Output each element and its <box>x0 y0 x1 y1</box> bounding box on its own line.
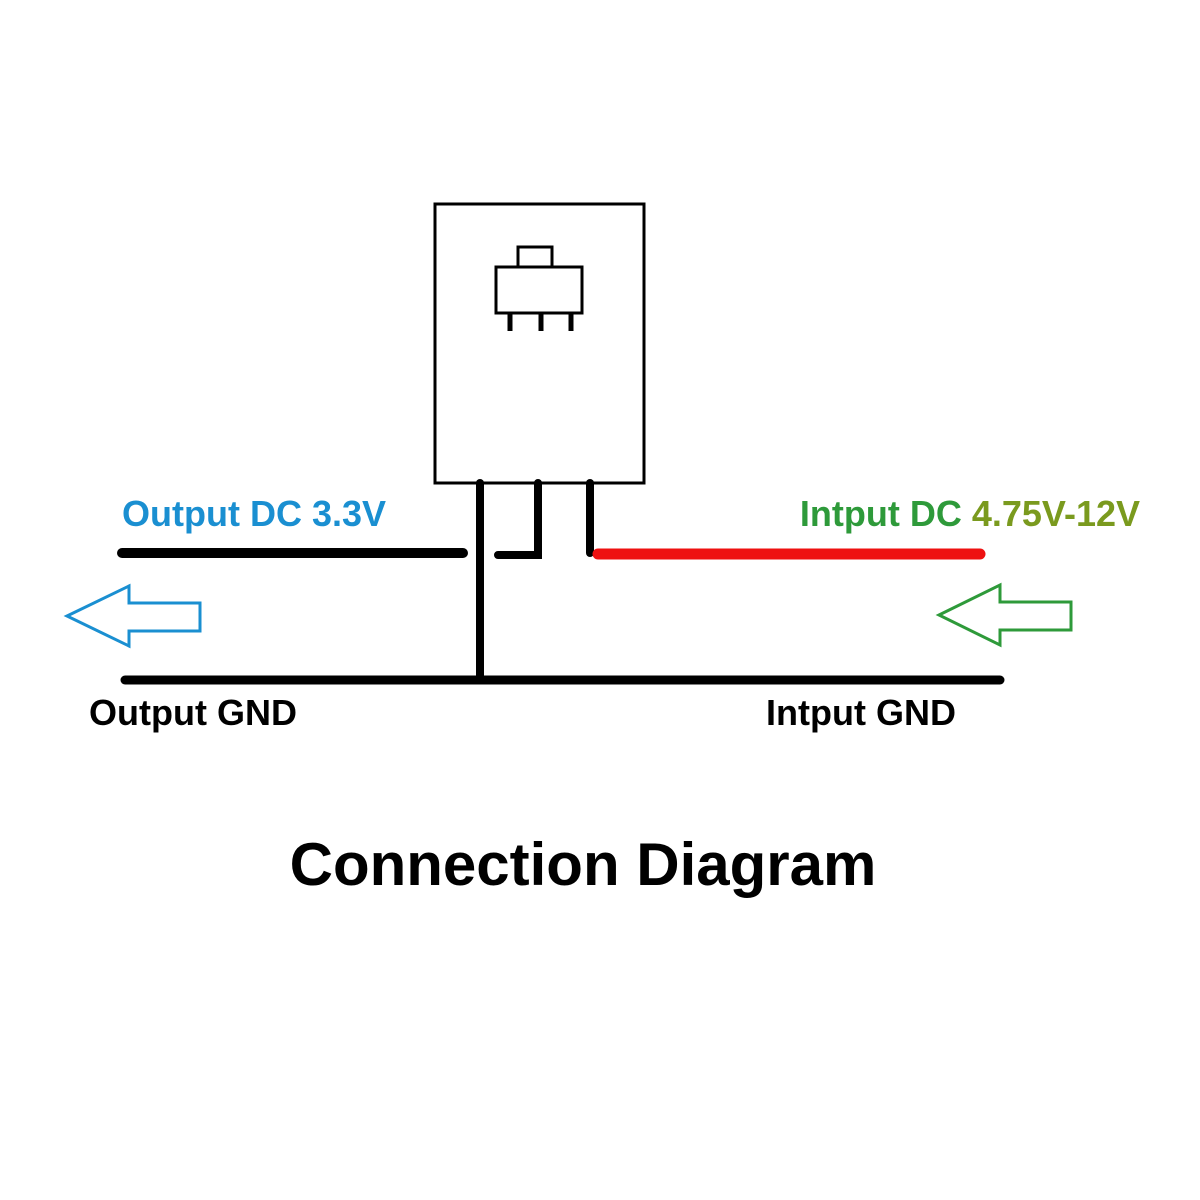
output-dc-prefix: Output DC <box>122 493 312 534</box>
input-dc-prefix: Intput DC <box>800 493 972 534</box>
output-dc-voltage: 3.3V <box>312 493 386 534</box>
sot223-regulator-icon <box>494 245 584 331</box>
output-pin <box>494 479 542 559</box>
diagram-title: Connection Diagram <box>290 831 877 898</box>
output-dc-label: Output DC 3.3V <box>122 493 386 534</box>
input-arrow-icon <box>935 582 1073 648</box>
output-gnd-label: Output GND <box>89 692 297 733</box>
input-dc-voltage: 4.75V-12V <box>972 493 1140 534</box>
regulator-module <box>433 202 646 485</box>
input-dc-label: Intput DC 4.75V-12V <box>800 493 1140 534</box>
input-gnd-label: Intput GND <box>766 692 956 733</box>
module-pins <box>476 479 594 684</box>
output-arrow-icon <box>63 583 202 649</box>
